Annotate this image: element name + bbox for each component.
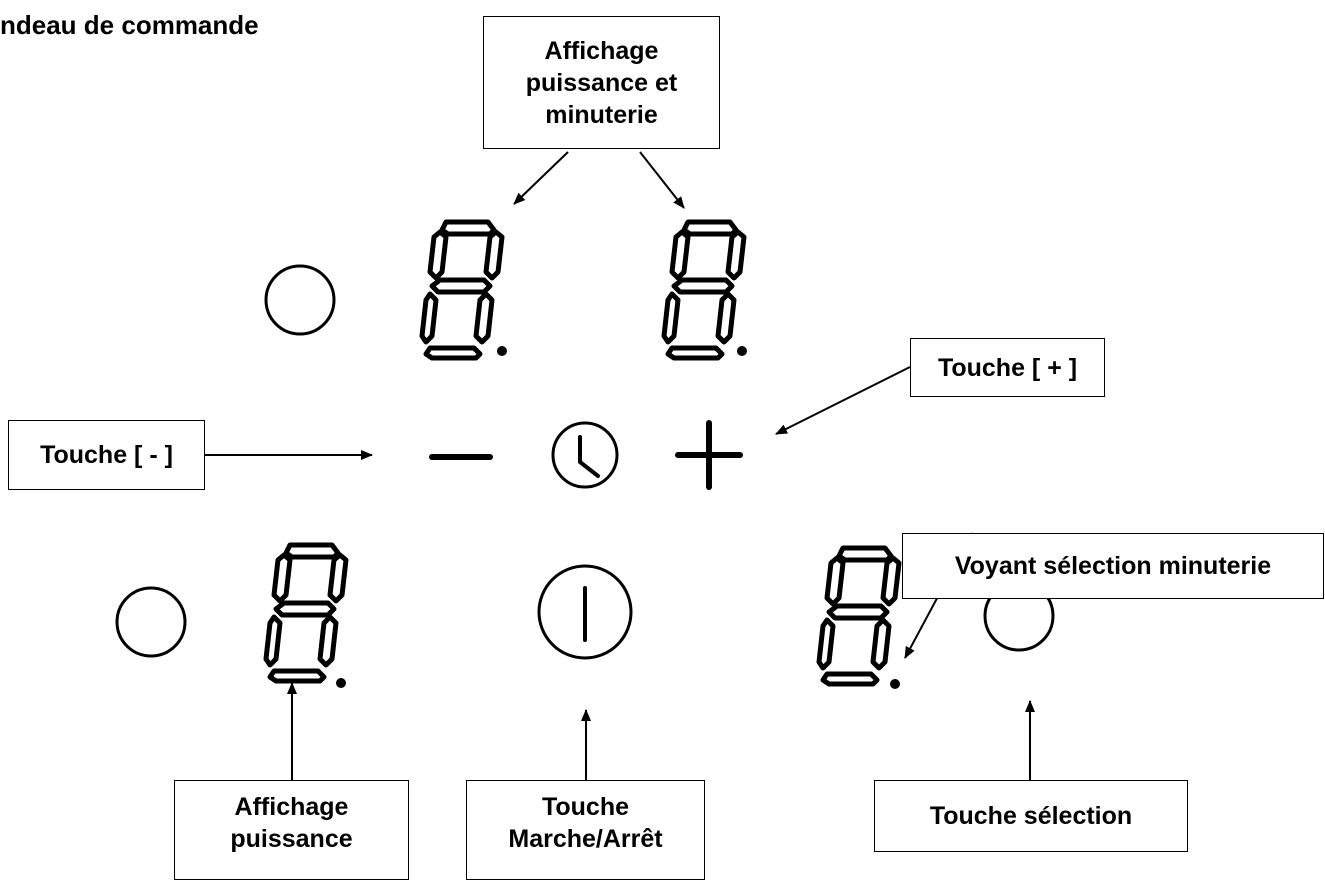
top-left-digit-icon — [422, 222, 502, 358]
decimal-dot-icon — [336, 678, 346, 688]
bottom-left-indicator-icon[interactable] — [115, 586, 187, 658]
decimal-dot-icon — [890, 679, 900, 689]
plus-icon[interactable] — [675, 420, 743, 490]
decimal-dot-icon — [737, 346, 747, 356]
top-right-digit-icon — [664, 222, 744, 358]
minus-key-label: Touche [ - ] — [8, 420, 205, 490]
top-left-indicator-icon[interactable] — [264, 264, 336, 336]
plus-key-label: Touche [ + ] — [910, 338, 1105, 397]
display-bottom-label: Affichage puissance — [174, 780, 409, 880]
timer-led-label: Voyant sélection minuterie — [902, 533, 1324, 599]
arrow-icon — [513, 151, 569, 205]
select-key-label: Touche sélection — [874, 780, 1188, 852]
clock-icon[interactable] — [551, 421, 619, 489]
arrow-icon — [639, 151, 685, 209]
page-title: ndeau de commande — [0, 10, 259, 40]
decimal-dot-icon — [497, 346, 507, 356]
onoff-key-label: Touche Marche/Arrêt — [466, 780, 705, 880]
arrow-icon — [775, 366, 911, 435]
bottom-right-digit-icon — [819, 548, 899, 684]
display-top-label: Affichage puissance et minuterie — [483, 16, 720, 149]
bottom-left-digit-icon — [266, 545, 346, 681]
power-icon[interactable] — [537, 564, 633, 660]
